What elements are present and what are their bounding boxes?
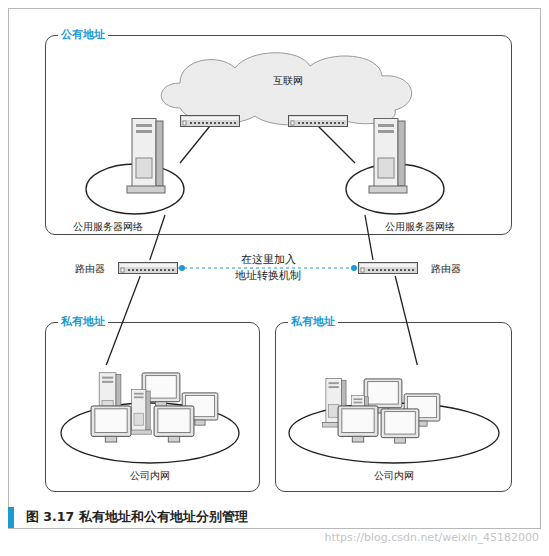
figure-frame bbox=[9, 9, 541, 529]
pc-icon bbox=[142, 373, 180, 407]
ellipse-outline bbox=[345, 163, 445, 215]
link-line bbox=[180, 126, 210, 163]
node-label: 私有地址 bbox=[58, 315, 108, 329]
node-label: 路由器 bbox=[75, 262, 105, 275]
server-icon bbox=[96, 373, 123, 425]
pc-icon bbox=[91, 406, 131, 442]
network-ellipse bbox=[346, 164, 444, 214]
link-line bbox=[318, 126, 355, 163]
router-node: 路由器 bbox=[118, 260, 178, 276]
cloud-shape bbox=[161, 53, 411, 125]
server-icon bbox=[323, 379, 348, 427]
ellipse-outline bbox=[85, 163, 185, 215]
node-label: 私有地址 bbox=[288, 315, 338, 329]
link-line bbox=[365, 215, 373, 260]
server-icon bbox=[127, 119, 165, 194]
server-icon bbox=[129, 390, 152, 435]
pc-icon bbox=[338, 406, 378, 442]
intranet: 公司内网 bbox=[60, 365, 240, 465]
router-icon bbox=[181, 116, 240, 127]
router-outline bbox=[118, 260, 178, 276]
caption-bar bbox=[8, 507, 14, 528]
router-icon bbox=[289, 116, 348, 127]
ellipse-outline bbox=[60, 365, 240, 465]
router-icon bbox=[119, 263, 178, 274]
pc-icon bbox=[404, 394, 440, 426]
network-ellipse bbox=[61, 403, 239, 463]
network-ellipse bbox=[86, 164, 184, 214]
nat-dot bbox=[179, 265, 185, 271]
figure-caption: 图 3.17 私有地址和公有地址分别管理 bbox=[26, 509, 248, 526]
edge-label: 在这里加入 地址转换机制 bbox=[223, 252, 313, 284]
ellipse-outline bbox=[288, 365, 500, 465]
node-label: 公司内网 bbox=[60, 469, 240, 482]
node-label: 互联网 bbox=[150, 74, 425, 87]
cloud-outline bbox=[150, 48, 425, 126]
link-line bbox=[150, 215, 165, 260]
server-icon bbox=[349, 395, 370, 436]
node-label: 路由器 bbox=[431, 262, 461, 275]
public-address-zone: 公有地址互联网公用服务器网络公用服务器网络 bbox=[45, 35, 512, 235]
pc-icon bbox=[154, 406, 194, 442]
nat-dashed-line bbox=[178, 267, 358, 268]
node-label: 公用服务器网络 bbox=[73, 220, 143, 233]
private-address-zone: 私有地址公司内网 bbox=[275, 322, 512, 492]
nat-dot bbox=[351, 265, 357, 271]
server-icon bbox=[369, 119, 407, 194]
node-label: 公有地址 bbox=[58, 28, 108, 42]
network-ellipse bbox=[289, 403, 499, 463]
intranet: 公司内网 bbox=[288, 365, 500, 465]
router-node: 路由器 bbox=[358, 260, 418, 276]
private-address-zone: 私有地址公司内网 bbox=[45, 322, 260, 492]
server-network: 公用服务器网络 bbox=[345, 163, 445, 215]
pc-icon bbox=[381, 409, 419, 443]
internet-cloud: 互联网 bbox=[150, 48, 425, 126]
pc-icon bbox=[364, 379, 402, 413]
pc-icon bbox=[182, 393, 218, 425]
router-icon bbox=[359, 263, 418, 274]
server-network: 公用服务器网络 bbox=[85, 163, 185, 215]
node-label: 公司内网 bbox=[288, 469, 500, 482]
watermark: https://blog.csdn.net/weixin_45182000 bbox=[324, 531, 539, 544]
node-label: 公用服务器网络 bbox=[385, 220, 455, 233]
router-outline bbox=[358, 260, 418, 276]
link-line bbox=[395, 276, 417, 365]
link-line bbox=[106, 276, 140, 365]
